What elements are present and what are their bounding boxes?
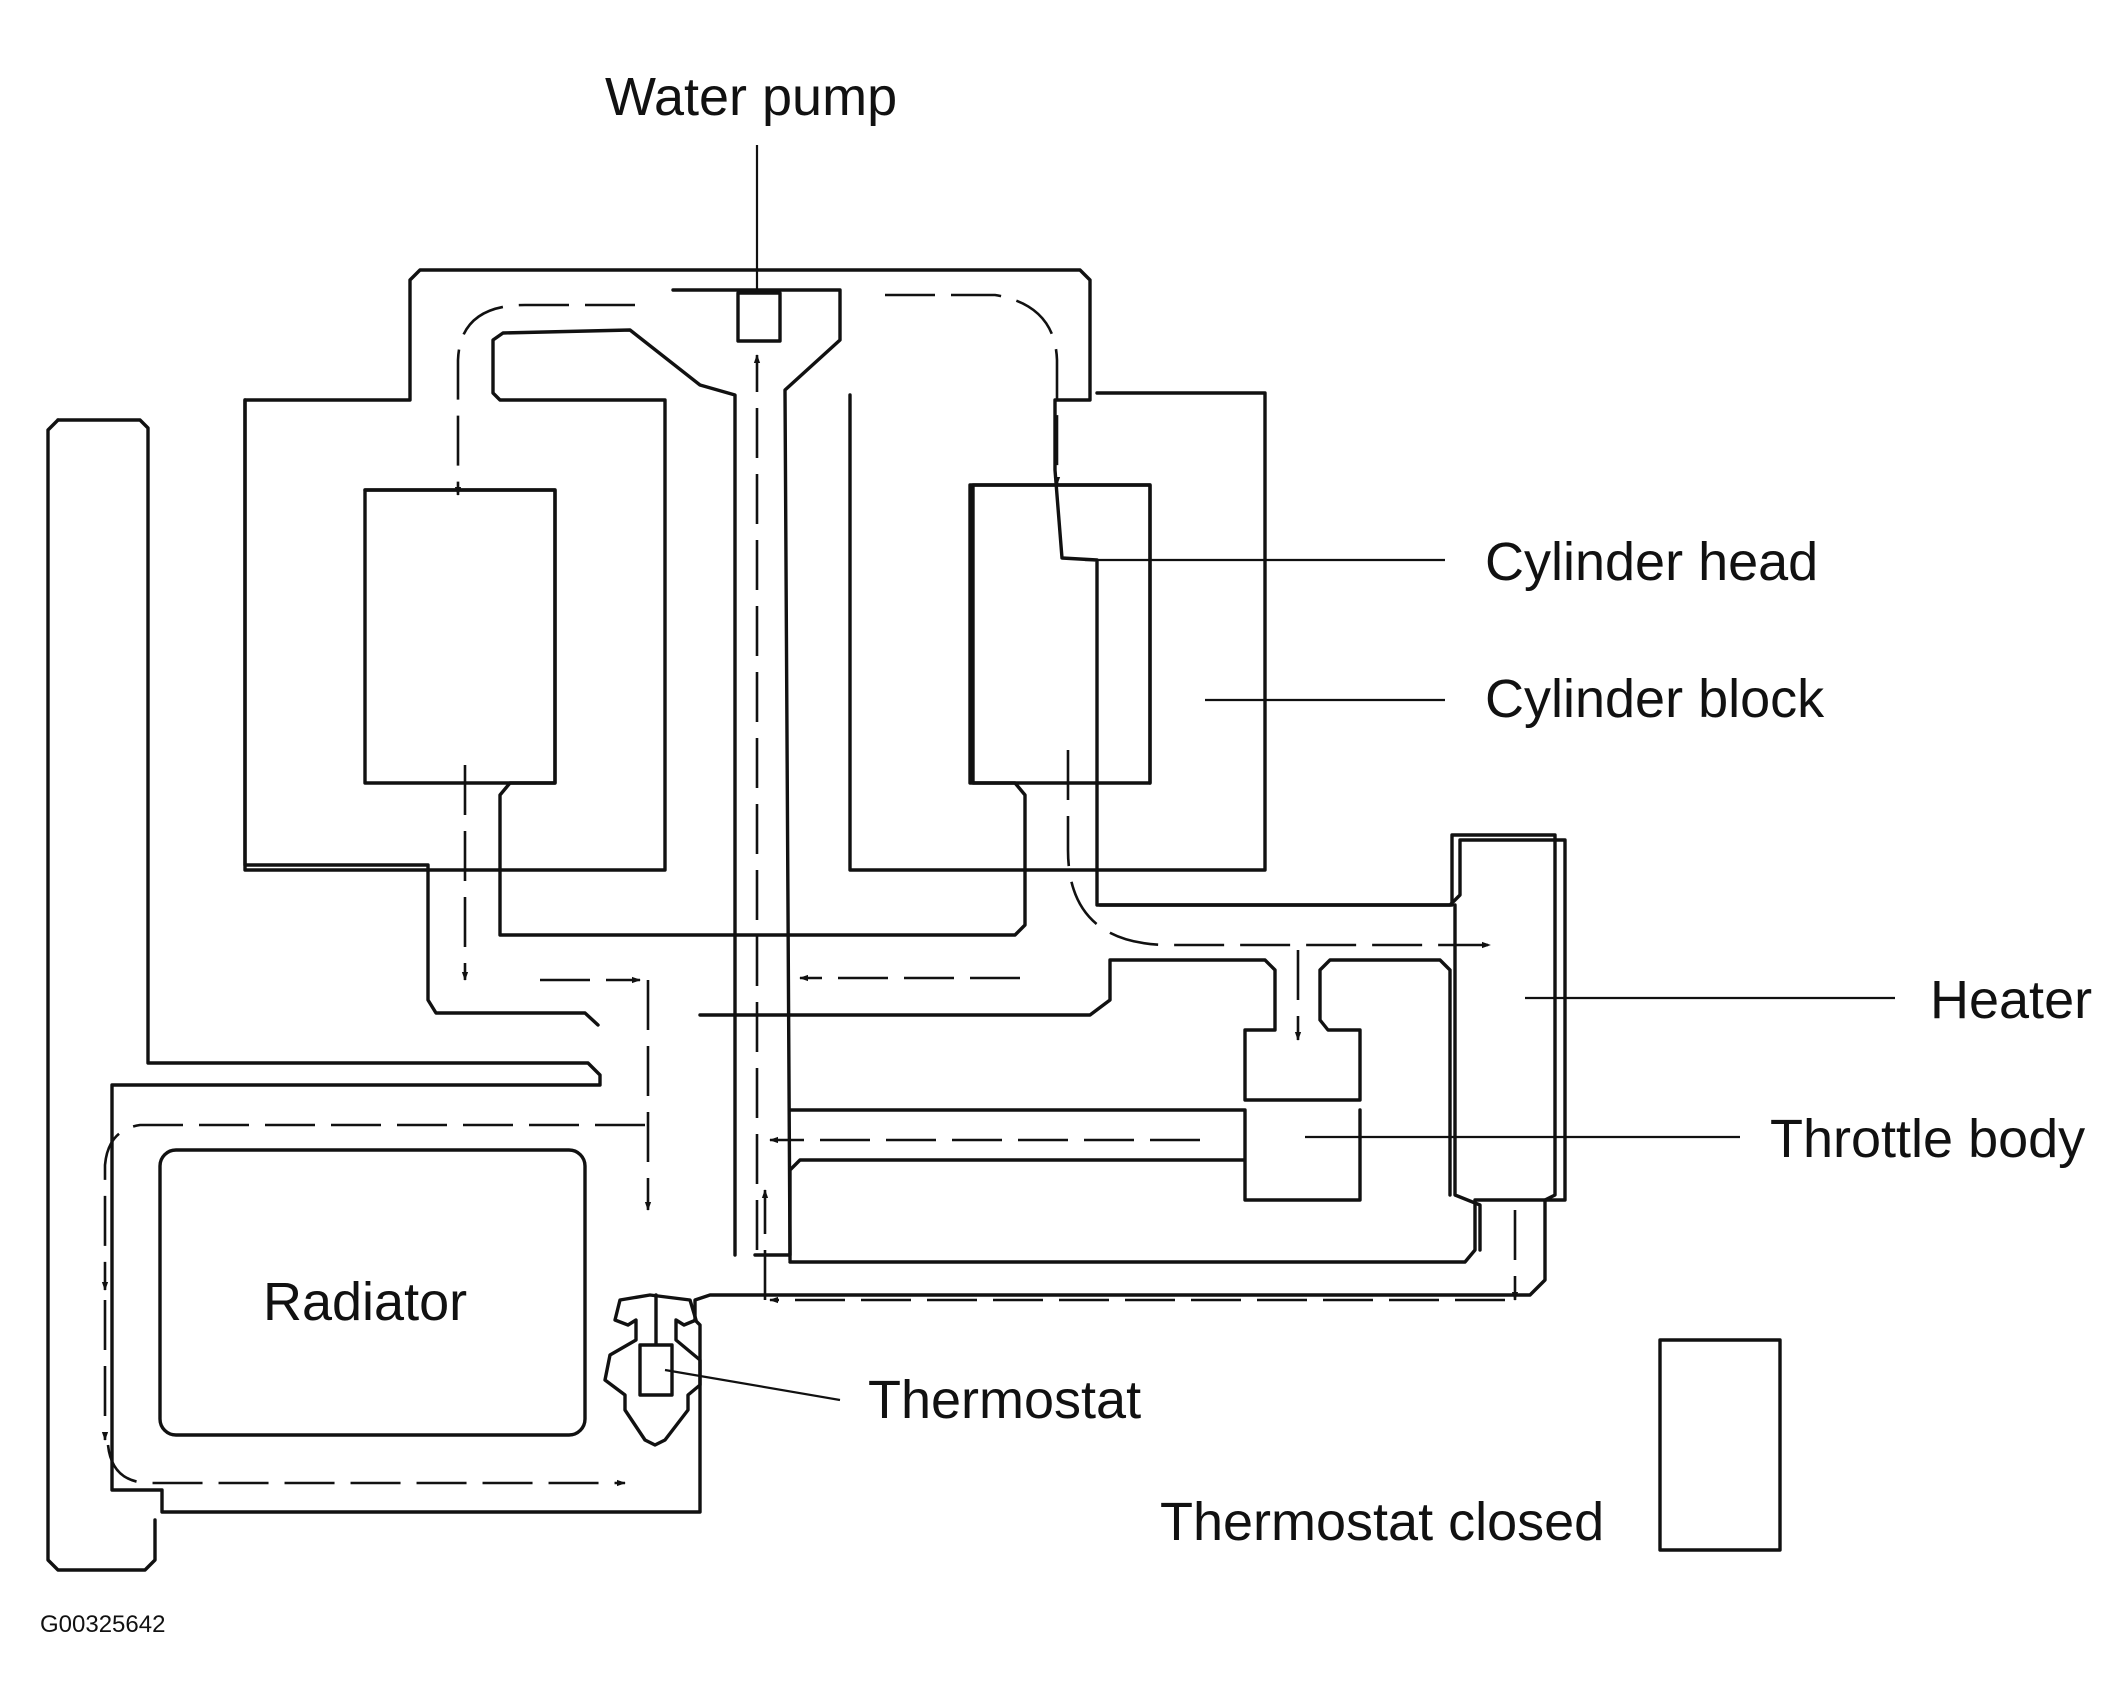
cylinder-block-label: Cylinder block xyxy=(1485,669,1825,729)
throttle-body-housing xyxy=(698,958,1452,1197)
heater-hose xyxy=(1453,903,1482,1252)
radiator-return-pipe xyxy=(56,268,1557,1514)
heater-core xyxy=(788,838,1567,1264)
thermostat-leader xyxy=(664,1368,841,1402)
flow-arrow-radiator-top xyxy=(101,1123,645,1291)
heater xyxy=(788,838,1567,1264)
flow-arrow-radiator-bottom xyxy=(106,1444,626,1487)
cylinder-block xyxy=(243,328,1267,1257)
water-pump-label: Water pump xyxy=(605,67,897,127)
throttle-body xyxy=(698,958,1452,1262)
thermostat-body xyxy=(603,1293,702,1447)
left-column-outer xyxy=(46,418,157,1572)
leader-lines xyxy=(664,145,1895,1402)
water-pump-housing xyxy=(671,288,842,1257)
figure-id: G00325642 xyxy=(40,1611,165,1638)
throttle-body-label: Throttle body xyxy=(1770,1109,2085,1169)
left-head-chamber xyxy=(363,488,557,785)
thermostat-label: Thermostat xyxy=(868,1370,1141,1430)
thermostat xyxy=(603,1293,702,1447)
flow-arrow-right-head-down xyxy=(1066,750,1491,949)
coolant-flow xyxy=(101,293,1519,1487)
thermostat-closed-indicator xyxy=(1658,1338,1782,1552)
water-pump-impeller xyxy=(736,291,782,343)
heater-label: Heater xyxy=(1930,970,2092,1030)
water-pump xyxy=(671,288,842,1257)
flow-arrow-left-top xyxy=(454,303,635,496)
cylinder-head-label: Cylinder head xyxy=(1485,532,1818,592)
radiator-label: Radiator xyxy=(263,1272,467,1332)
flow-arrow-right-top xyxy=(885,293,1061,486)
right-cylinder-block xyxy=(848,391,1267,872)
thermostat-closed-label: Thermostat closed xyxy=(1160,1492,1604,1552)
radiator xyxy=(158,1148,587,1437)
radiator-core xyxy=(158,1148,587,1437)
throttle-body-bypass xyxy=(788,1108,1362,1262)
thermostat-valve xyxy=(638,1293,674,1397)
left-cylinder-block xyxy=(243,328,737,1257)
